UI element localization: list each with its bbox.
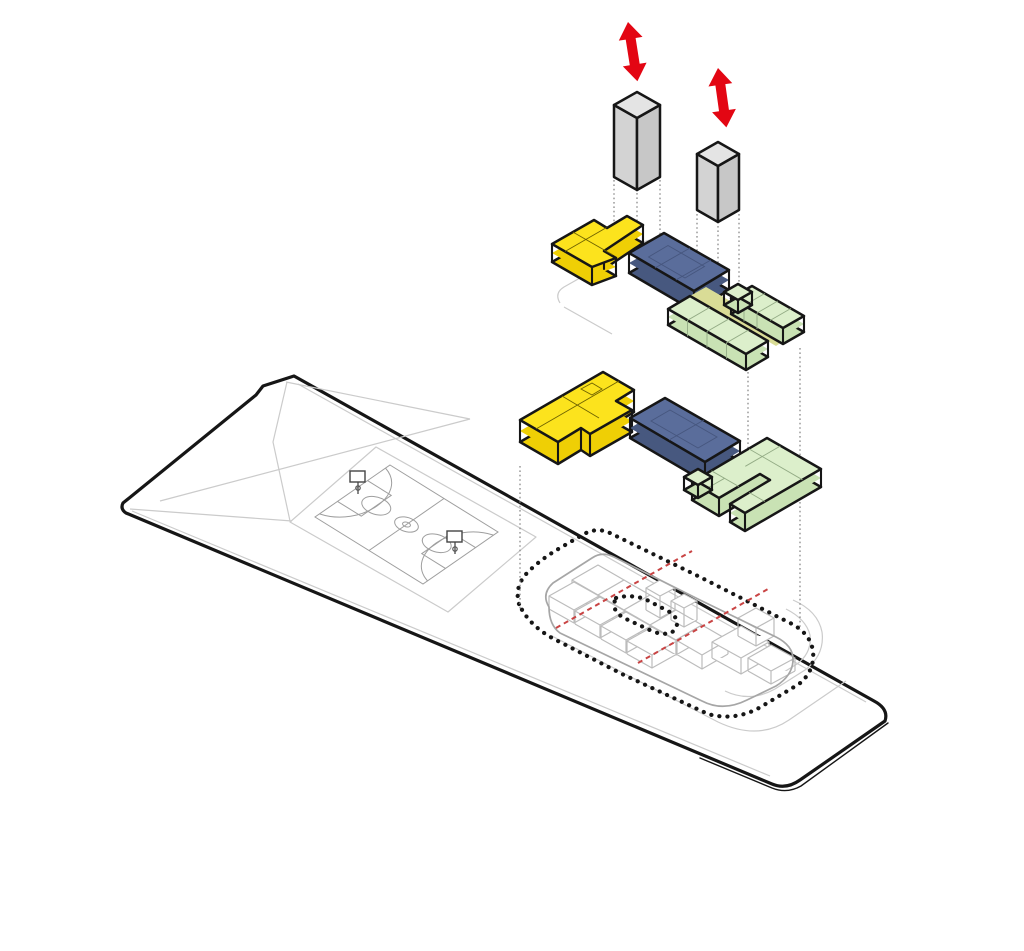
site-boundary	[120, 374, 888, 788]
tower-right-face	[635, 103, 662, 192]
block-vertical-edges	[550, 223, 645, 287]
site-plate-thickness-edge	[699, 722, 889, 792]
diagonal-path-3	[272, 381, 291, 522]
block-vertical-edges	[518, 388, 636, 466]
rim	[355, 485, 361, 491]
inner-offset-south	[131, 510, 771, 777]
cube-vertical-edges	[722, 290, 754, 315]
block-top	[690, 436, 823, 515]
level-1-green-cube	[682, 467, 714, 500]
tower-top-face	[612, 90, 662, 120]
row-unit-lines	[687, 307, 749, 359]
massing-box	[747, 644, 796, 685]
key-left	[338, 481, 392, 517]
level-2-yellow-block	[550, 214, 645, 287]
south-walk-loop	[551, 635, 847, 732]
up-down-arrow-icon	[708, 68, 736, 128]
block-divider	[668, 419, 705, 441]
up-down-arrow-icon	[618, 22, 647, 82]
tower-top-face	[695, 140, 741, 168]
row-unit-lines	[743, 293, 792, 329]
level-2-green-cube	[722, 282, 754, 315]
block-top	[550, 214, 645, 269]
tower-volumes	[612, 22, 741, 224]
court-midline	[369, 499, 444, 551]
cube-top	[722, 282, 754, 302]
three-point-left	[320, 468, 410, 529]
three-point-right	[403, 520, 493, 581]
annotations-ground	[515, 528, 816, 719]
backboard	[349, 470, 366, 483]
block-divider	[654, 247, 712, 281]
path-from-west-point	[129, 508, 293, 522]
cube-vertical-edges	[682, 475, 714, 500]
center-spot	[401, 521, 412, 528]
center-circle	[390, 514, 423, 535]
east-plinth-outline	[724, 599, 823, 698]
key-right	[422, 533, 476, 569]
diagonal-path-1	[159, 418, 471, 502]
rim	[452, 546, 458, 552]
block-top	[518, 370, 636, 444]
hoop-right	[446, 530, 463, 554]
diagonal-path-2	[285, 381, 471, 420]
massing-box	[626, 626, 678, 669]
roof-outline	[544, 553, 794, 708]
setback-boundary-outer	[515, 528, 816, 719]
block-room-lines	[535, 380, 620, 430]
tower-left-face	[612, 103, 639, 192]
court-platform	[289, 446, 537, 613]
level-1-yellow-block	[518, 370, 636, 466]
cube-top	[682, 467, 714, 487]
court-boundary	[315, 465, 498, 584]
level-1-plan	[518, 370, 823, 533]
site-plate	[120, 374, 889, 792]
level-2-green-row-front	[666, 294, 770, 372]
tower-1	[612, 90, 662, 192]
hoop-left	[349, 470, 366, 494]
massing-box	[670, 593, 698, 628]
block-rooftop-box	[580, 382, 603, 396]
level-2-plan	[550, 214, 806, 372]
block-inner-outline	[650, 409, 718, 449]
row-vertical-edges	[666, 307, 770, 372]
basketball-court	[315, 465, 498, 584]
block-room-lines	[564, 227, 614, 256]
red-axis-line-2	[637, 588, 769, 664]
backboard	[446, 530, 463, 543]
red-axis-line-1	[555, 550, 693, 629]
block-unit-lines	[704, 445, 803, 502]
tower-2	[695, 140, 741, 224]
block-top	[627, 231, 731, 293]
level-1-blue-block	[628, 396, 742, 484]
block-inner-outline	[647, 244, 706, 279]
level-1-green-block	[690, 436, 823, 533]
block-top	[628, 396, 742, 464]
east-plinth-inner	[770, 608, 811, 681]
